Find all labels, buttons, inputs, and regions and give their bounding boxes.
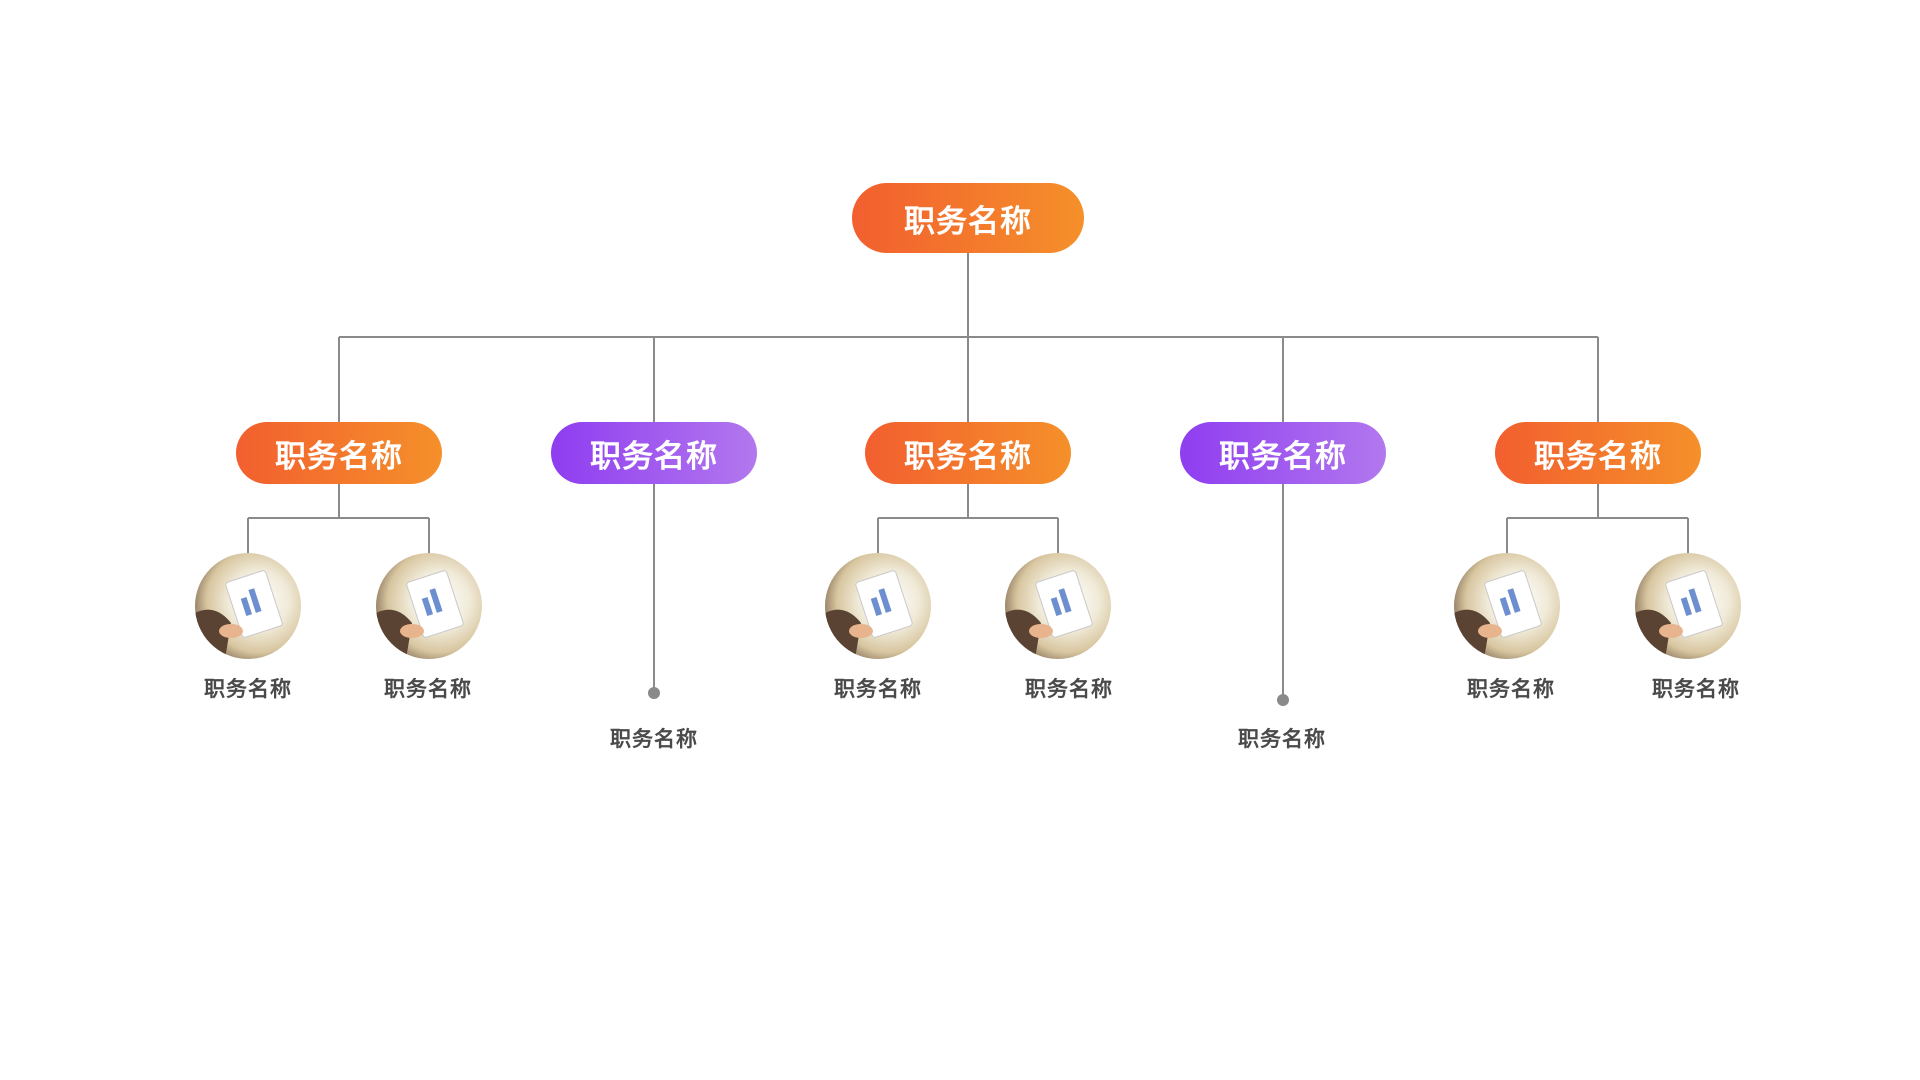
leaf-label: 职务名称 — [584, 723, 724, 753]
business-meeting-photo-icon — [1635, 553, 1741, 659]
connector-dot-icon — [648, 687, 660, 699]
level1-node-1: 职务名称 — [236, 422, 442, 484]
level1-node-3: 职务名称 — [865, 422, 1071, 484]
level1-node-2: 职务名称 — [551, 422, 757, 484]
level1-node-5: 职务名称 — [1495, 422, 1701, 484]
business-meeting-photo-icon — [1454, 553, 1560, 659]
business-meeting-photo-icon — [376, 553, 482, 659]
leaf-label: 职务名称 — [1626, 673, 1766, 703]
leaf-label: 职务名称 — [178, 673, 318, 703]
leaf-label: 职务名称 — [1441, 673, 1581, 703]
leaf-label: 职务名称 — [358, 673, 498, 703]
leaf-label: 职务名称 — [1212, 723, 1352, 753]
leaf-label: 职务名称 — [999, 673, 1139, 703]
business-meeting-photo-icon — [195, 553, 301, 659]
business-meeting-photo-icon — [825, 553, 931, 659]
connector-dot-icon — [1277, 694, 1289, 706]
root-node: 职务名称 — [852, 183, 1084, 253]
leaf-label: 职务名称 — [808, 673, 948, 703]
level1-node-4: 职务名称 — [1180, 422, 1386, 484]
business-meeting-photo-icon — [1005, 553, 1111, 659]
